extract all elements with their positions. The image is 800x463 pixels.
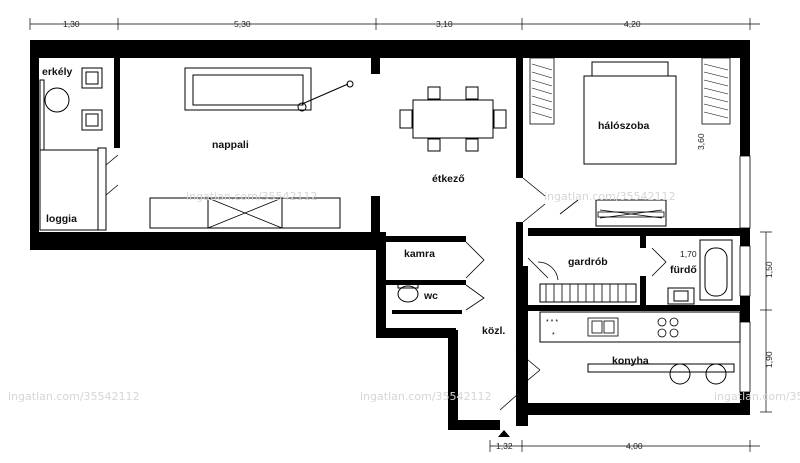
dim-bedroom-height: 3,60 [696,133,706,150]
room-label-kozl: közl. [482,325,505,337]
svg-text:ingatlan.com/35542112: ingatlan.com/35542112 [8,390,140,403]
loggia-detail [39,147,119,231]
room-label-kamra: kamra [404,248,435,260]
entrance-arrow [498,430,510,437]
balcony-furniture [39,67,103,151]
room-label-erkely: erkély [42,66,73,78]
kitchen-counter: * * * * [539,311,741,385]
dim-right-2: 1,90 [764,351,774,368]
window-hatching [531,63,729,119]
dim-top-4: 4,20 [624,19,641,29]
bedroom-furniture [583,61,677,227]
dimension-lines [29,18,772,452]
walls [30,40,750,430]
room-label-haloszoba: hálószoba [598,120,650,132]
room-label-etkezo: étkező [432,173,465,185]
dim-right-1: 1,50 [764,261,774,278]
dining-table [399,86,507,152]
bathroom-fixtures [667,239,733,305]
dim-top-3: 3,10 [436,19,453,29]
room-label-furdo: fürdő [670,264,697,276]
room-label-nappali: nappali [212,139,249,151]
dim-bath-width: 1,70 [680,249,697,259]
wardrobe-shelf [539,283,637,303]
dim-bottom-1: 1,32 [496,441,513,451]
room-label-konyha: konyha [612,355,649,367]
svg-text:* * *: * * * [546,319,558,326]
room-label-loggia: loggia [46,213,77,225]
dim-bottom-2: 4,00 [626,441,643,451]
svg-text:ingatlan.com/35542112: ingatlan.com/35542112 [544,190,676,203]
wc-fixture [397,283,419,303]
room-label-wc: wc [423,290,438,302]
living-room-furniture [149,67,354,229]
doors [465,177,667,420]
room-label-gardrob: gardrób [568,256,608,268]
svg-text:*: * [552,332,555,339]
dim-top-2: 5,30 [234,19,251,29]
svg-text:ingatlan.com/35542112: ingatlan.com/35542112 [186,190,318,203]
dim-top-1: 1,30 [63,19,80,29]
svg-text:ingatlan.com/35542112: ingatlan.com/35542112 [360,390,492,403]
svg-text:ingatlan.com/35542112: ingatlan.com/35542112 [714,390,800,403]
watermarks: ingatlan.com/35542112 ingatlan.com/35542… [8,190,800,403]
